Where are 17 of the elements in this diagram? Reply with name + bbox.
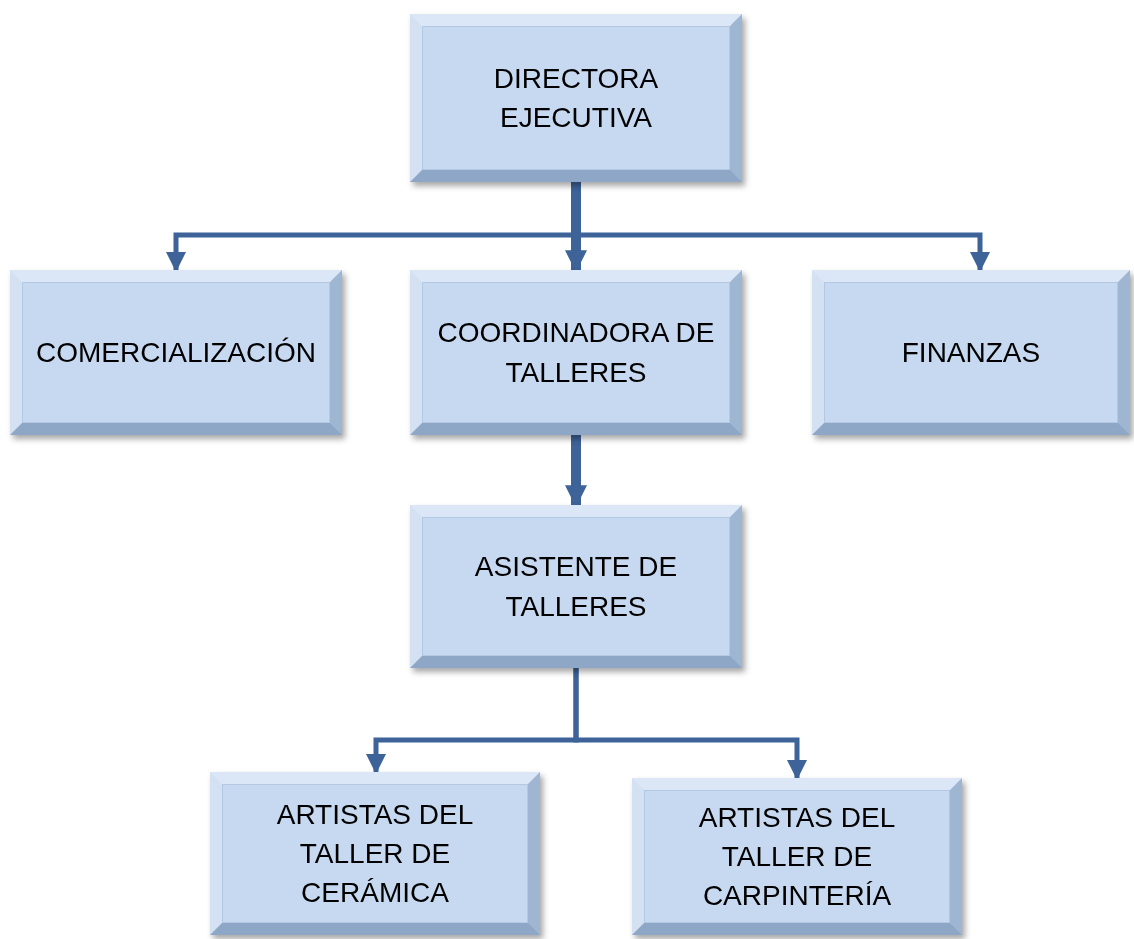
org-box	[812, 270, 1130, 435]
role-label: DIRECTORA EJECUTIVA	[492, 61, 660, 135]
org-box	[410, 270, 742, 435]
role-label: COMERCIALIZACIÓN	[36, 335, 316, 370]
role-label: ASISTENTE DE TALLERES	[473, 550, 679, 624]
org-box	[410, 505, 742, 668]
org-box	[410, 14, 742, 182]
connector-arrow	[565, 435, 587, 508]
org-box	[210, 772, 540, 935]
role-label: ARTISTAS DEL TALLER DE CARPINTERÍA	[697, 800, 897, 914]
org-box	[10, 270, 342, 435]
org-box	[632, 778, 962, 935]
connector-arrow	[573, 668, 807, 780]
connector-arrow	[565, 182, 587, 273]
role-label: COORDINADORA DE TALLERES	[436, 316, 716, 390]
role-label: ARTISTAS DEL TALLER DE CERÁMICA	[275, 797, 475, 911]
role-label: FINANZAS	[901, 335, 1041, 370]
